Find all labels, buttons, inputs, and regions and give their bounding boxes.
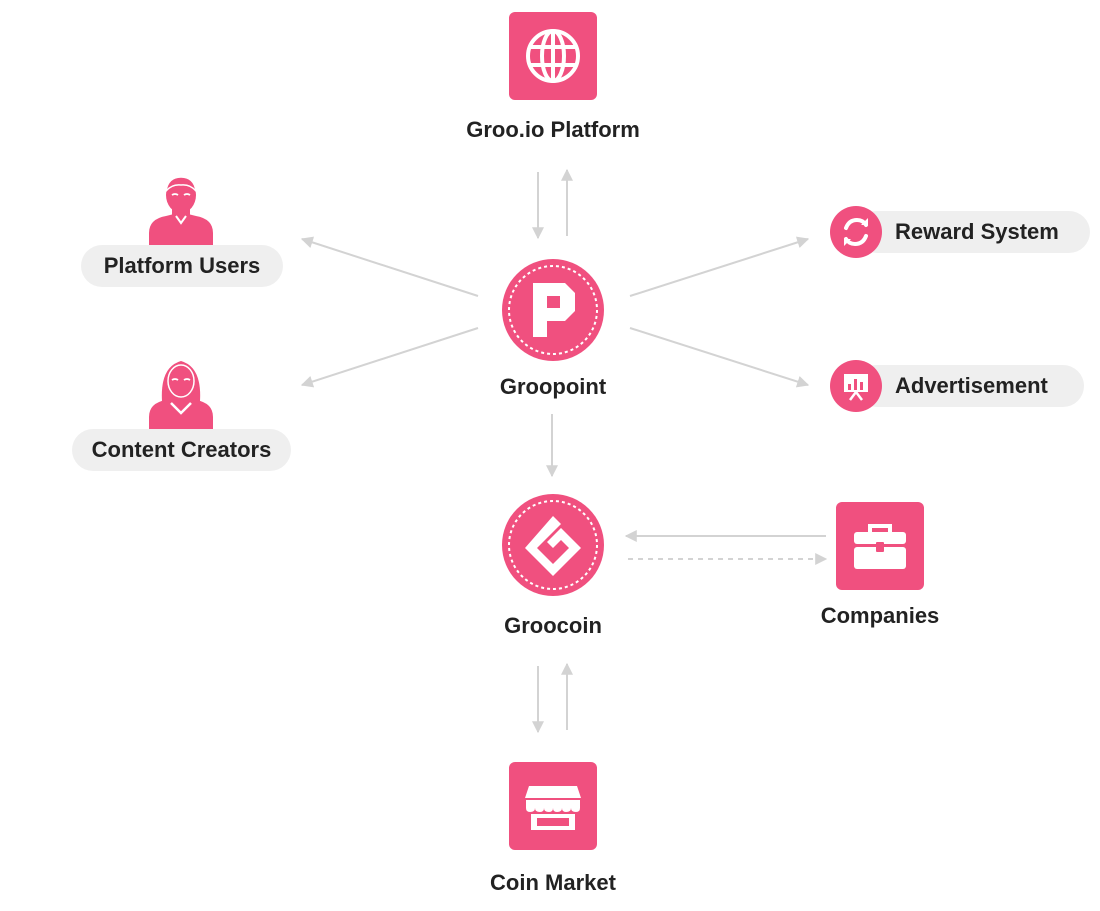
platform-node	[509, 12, 597, 100]
companies-node	[836, 502, 924, 590]
coin-market-label: Coin Market	[490, 870, 616, 895]
arrow-groopoint-to-platform-users	[300, 236, 479, 297]
content-creators-avatar	[146, 357, 216, 429]
briefcase-icon	[854, 524, 906, 569]
presentation-chart-icon	[844, 374, 868, 401]
refresh-icon	[844, 217, 868, 247]
reward-system-badge	[830, 206, 882, 258]
content-creators-pill: Content Creators	[72, 429, 291, 471]
arrow-groopoint-to-advertisement	[629, 327, 810, 388]
companies-label: Companies	[820, 603, 940, 628]
groocoin-logo-icon	[508, 500, 598, 590]
groopoint-label: Groopoint	[499, 374, 607, 399]
male-user-icon	[149, 176, 213, 245]
groopoint-logo-icon	[508, 265, 598, 355]
storefront-icon	[525, 786, 581, 830]
groocoin-label: Groocoin	[504, 613, 602, 638]
platform-users-pill: Platform Users	[81, 245, 283, 287]
coin-market-node	[509, 762, 597, 850]
globe-icon	[526, 29, 580, 83]
groocoin-node	[502, 494, 604, 596]
platform-users-avatar	[146, 173, 216, 245]
groopoint-node	[502, 259, 604, 361]
female-user-icon	[149, 361, 213, 429]
reward-system-pill: Reward System	[856, 211, 1090, 253]
platform-label: Groo.io Platform	[466, 117, 640, 142]
arrow-groopoint-to-reward-system	[629, 236, 810, 297]
advertisement-pill: Advertisement	[856, 365, 1084, 407]
arrow-groopoint-to-content-creators	[300, 327, 479, 388]
advertisement-badge	[830, 360, 882, 412]
